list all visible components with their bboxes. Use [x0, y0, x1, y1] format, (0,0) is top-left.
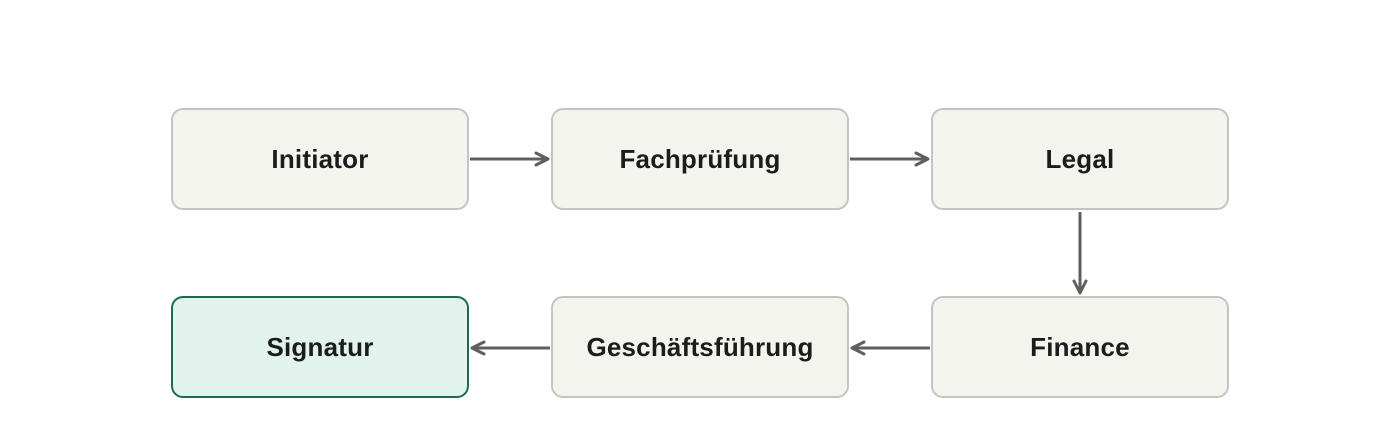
node-fachpruefung-label: Fachprüfung: [619, 143, 781, 174]
node-legal-label: Legal: [1045, 143, 1115, 174]
node-finance-label: Finance: [1030, 331, 1130, 362]
node-signatur: Signatur: [171, 296, 469, 398]
node-initiator-label: Initiator: [271, 143, 369, 174]
node-fachpruefung: Fachprüfung: [551, 108, 849, 210]
node-signatur-label: Signatur: [266, 331, 374, 362]
node-finance: Finance: [931, 296, 1229, 398]
node-geschaeftsfuehrung-label: Geschäftsführung: [586, 331, 814, 362]
node-legal: Legal: [931, 108, 1229, 210]
node-geschaeftsfuehrung: Geschäftsführung: [551, 296, 849, 398]
node-initiator: Initiator: [171, 108, 469, 210]
